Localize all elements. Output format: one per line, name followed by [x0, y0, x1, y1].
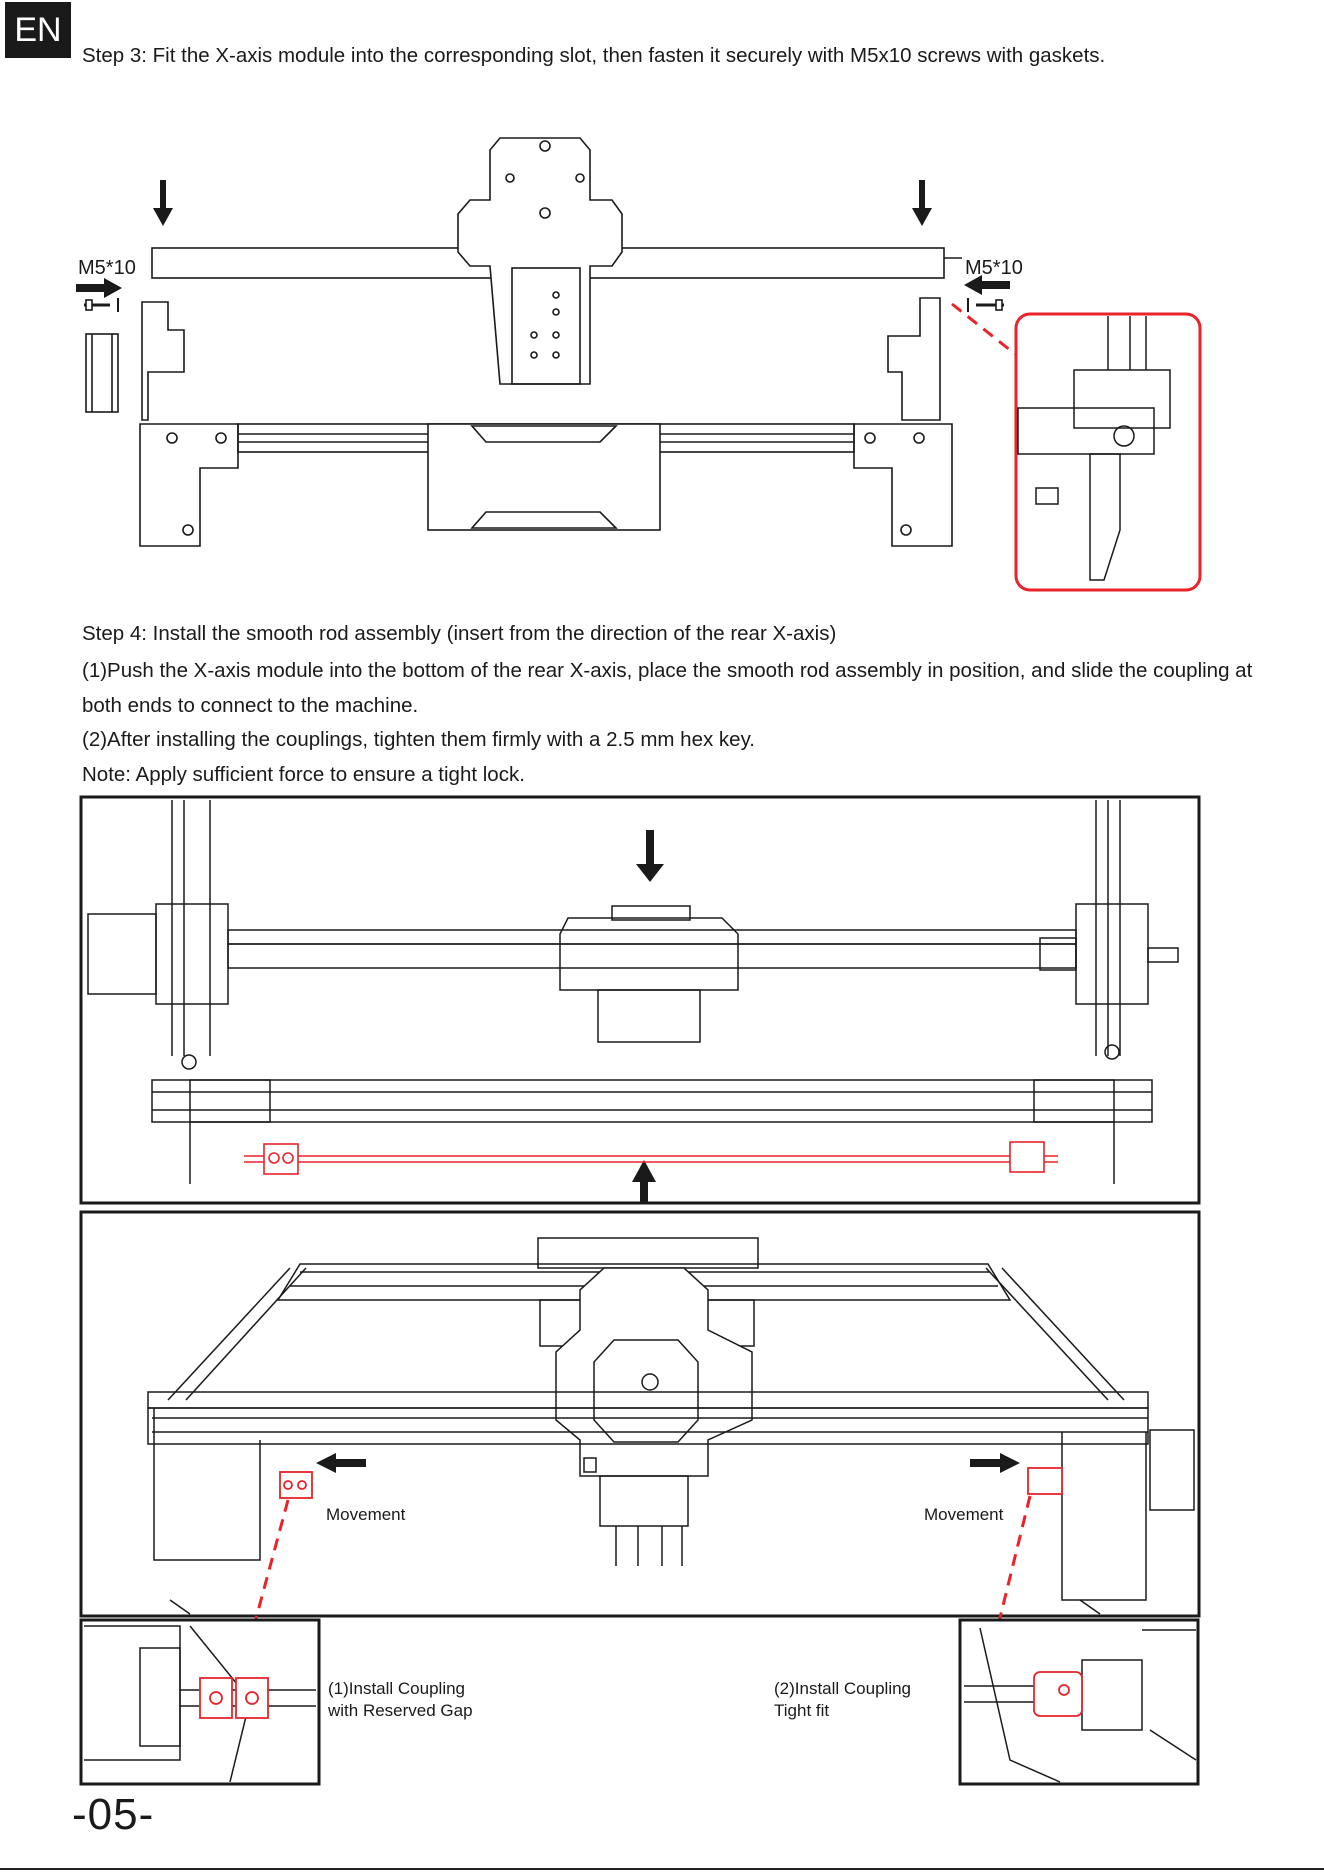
movement-label-right: Movement [924, 1505, 1004, 1524]
screw-label-left: M5*10 [78, 257, 136, 279]
movement-label-left: Movement [326, 1505, 406, 1524]
note: Note: Apply sufficient force to ensure a… [82, 762, 525, 786]
detail-2-line-1: (2)Install Coupling [774, 1679, 911, 1698]
detail-2-line-2: Tight fit [774, 1701, 829, 1720]
instruction-1: (1)Push the X-axis module into the botto… [82, 659, 1253, 717]
step3-title: Step 3: Fit the X-axis module into the c… [82, 44, 1106, 67]
step4-title: Step 4: Install the smooth rod assembly … [82, 622, 837, 645]
language-badge: EN [5, 2, 71, 58]
detail-1-line-2: with Reserved Gap [327, 1701, 473, 1720]
bottom-rule [0, 1868, 1324, 1870]
page-number: -05- [72, 1790, 155, 1839]
instruction-2: (2)After installing the couplings, tight… [82, 728, 755, 751]
screw-label-right: M5*10 [965, 257, 1023, 279]
step3-diagram: M5*10 M5*10 [76, 137, 1202, 592]
step4-instructions: (1)Push the X-axis module into the botto… [82, 654, 1282, 792]
detail-1-line-1: (1)Install Coupling [328, 1679, 465, 1698]
